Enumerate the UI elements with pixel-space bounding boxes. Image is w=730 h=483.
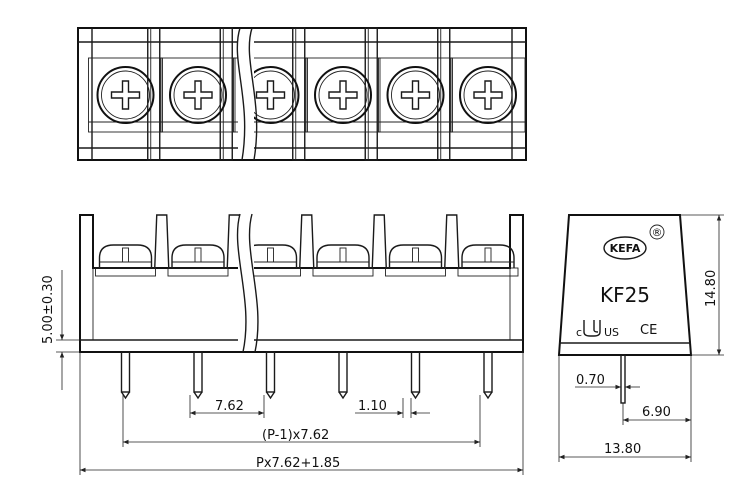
screw-head-icon xyxy=(378,57,453,133)
top-view xyxy=(77,27,527,161)
screw-head-icon xyxy=(88,57,163,133)
cert-marks: c US CE xyxy=(576,320,657,339)
dim-total-label: Px7.62+1.85 xyxy=(256,456,340,471)
kefa-logo: KEFA ® xyxy=(603,224,665,260)
dim-pin-width: 1.10 xyxy=(355,398,430,418)
ul-icon xyxy=(583,320,601,337)
model-label: KF25 xyxy=(600,283,650,307)
dim-pin-width-label: 1.10 xyxy=(358,399,387,414)
dim-span-label: (P-1)x7.62 xyxy=(262,428,329,443)
dim-depth-label: 13.80 xyxy=(604,442,641,457)
front-pin xyxy=(483,351,493,400)
screw-side-icon xyxy=(167,244,229,277)
dim-height-tolerance: 5.00±0.30 xyxy=(41,270,80,390)
screw-head-icon xyxy=(450,57,526,133)
dim-height: 14.80 xyxy=(680,214,724,356)
dim-span: (P-1)x7.62 xyxy=(122,395,481,447)
front-pin xyxy=(338,351,348,400)
top-barrier xyxy=(437,27,451,161)
front-view-pins xyxy=(120,351,493,400)
screw-side-icon xyxy=(457,244,519,277)
dim-pitch: 7.62 xyxy=(189,395,265,418)
side-view: KEFA ® KF25 c US CE 0.70 6.90 xyxy=(557,214,724,462)
dim-height-tolerance-label: 5.00±0.30 xyxy=(41,275,56,344)
top-barrier xyxy=(292,27,306,161)
dim-height-label: 14.80 xyxy=(704,270,719,307)
front-view-barriers xyxy=(154,214,460,269)
dim-pin-offset: 6.90 xyxy=(622,355,692,425)
screw-side-icon xyxy=(95,244,156,277)
dim-pin-thickness: 0.70 xyxy=(575,373,640,390)
screw-head-icon xyxy=(305,57,381,133)
cert-us: US xyxy=(604,326,619,339)
front-barrier xyxy=(371,214,387,269)
screw-side-icon xyxy=(312,244,374,277)
dim-pin-thickness-label: 0.70 xyxy=(576,373,605,388)
top-barrier xyxy=(147,27,161,161)
front-break-mark xyxy=(236,213,259,353)
screw-side-icon xyxy=(385,244,446,277)
screw-head-icon xyxy=(160,57,236,133)
front-barrier xyxy=(299,214,315,269)
dim-total: Px7.62+1.85 xyxy=(79,352,524,475)
front-barrier xyxy=(444,214,460,269)
front-view: 5.00±0.30 7.62 1.10 (P-1)x7.62 xyxy=(41,213,524,475)
ce-icon: CE xyxy=(640,323,657,338)
top-barrier xyxy=(364,27,378,161)
dim-depth: 13.80 xyxy=(558,355,692,462)
front-pin xyxy=(265,351,276,400)
kefa-logo-text: KEFA xyxy=(610,242,641,255)
registered-mark: ® xyxy=(652,226,663,239)
front-pin xyxy=(410,351,421,400)
top-view-barriers xyxy=(147,27,451,161)
top-barrier xyxy=(219,27,233,161)
top-view-screws xyxy=(88,57,526,133)
front-pin xyxy=(120,351,131,400)
top-view-outline xyxy=(77,27,527,161)
front-view-screws xyxy=(95,244,519,277)
dim-pitch-label: 7.62 xyxy=(215,399,244,414)
front-barrier xyxy=(154,214,170,269)
cert-c: c xyxy=(576,326,582,339)
dim-pin-offset-label: 6.90 xyxy=(642,405,671,420)
front-pin xyxy=(193,351,203,400)
top-break-mark xyxy=(236,27,258,161)
side-pin xyxy=(620,354,626,404)
